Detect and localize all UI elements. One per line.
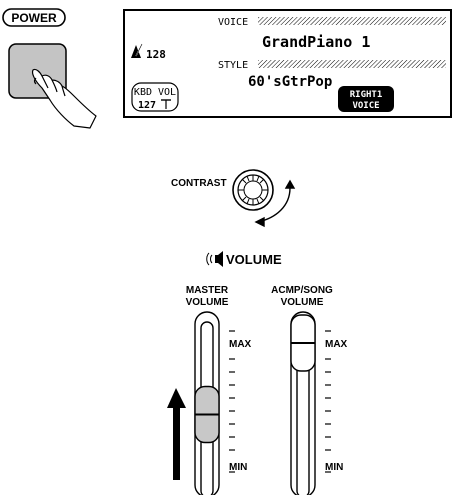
kbd-vol-box: KBD VOL 127: [131, 82, 179, 112]
style-name: 60'sGtrPop: [248, 74, 332, 90]
style-label: STYLE: [218, 60, 248, 71]
speaker-icon: [206, 251, 223, 267]
master-min-label: MIN: [229, 462, 247, 473]
tempo-value: 128: [146, 48, 166, 61]
voice-bar: [258, 17, 446, 25]
master-volume-label-line2: VOLUME: [186, 297, 229, 308]
volume-heading: VOLUME: [226, 252, 282, 267]
metronome-icon: [131, 43, 143, 58]
acmp-min-label: MIN: [325, 462, 343, 473]
right1-voice-badge: RIGHT1 VOICE: [338, 86, 394, 112]
master-volume-slider-knob[interactable]: [194, 385, 220, 444]
acmp-volume-slider-knob[interactable]: [290, 314, 316, 372]
master-max-label: MAX: [229, 339, 252, 350]
power-label: POWER: [2, 8, 66, 27]
acmp-volume-label-line1: ACMP/SONG: [271, 285, 333, 296]
voice-name: GrandPiano 1: [262, 33, 370, 51]
svg-text:RIGHT1: RIGHT1: [350, 90, 383, 100]
rotate-arrow-icon: [254, 179, 296, 228]
svg-text:POWER: POWER: [11, 11, 57, 25]
svg-text:127: 127: [138, 100, 156, 111]
acmp-volume-scale: [325, 330, 331, 473]
contrast-label: CONTRAST: [171, 178, 227, 189]
lcd-display: VOICE GrandPiano 1 STYLE 60'sGtrPop 128 …: [123, 9, 452, 118]
up-arrow-icon: [167, 388, 186, 480]
master-volume-scale: [229, 330, 235, 473]
pressing-hand-icon: [31, 68, 97, 129]
contrast-knob[interactable]: [232, 169, 274, 211]
svg-text:KBD VOL: KBD VOL: [134, 87, 176, 98]
voice-label: VOICE: [218, 17, 248, 28]
style-bar: [258, 60, 446, 68]
acmp-volume-label-line2: VOLUME: [281, 297, 324, 308]
acmp-max-label: MAX: [325, 339, 348, 350]
master-volume-label-line1: MASTER: [186, 285, 229, 296]
svg-text:VOICE: VOICE: [352, 101, 379, 111]
